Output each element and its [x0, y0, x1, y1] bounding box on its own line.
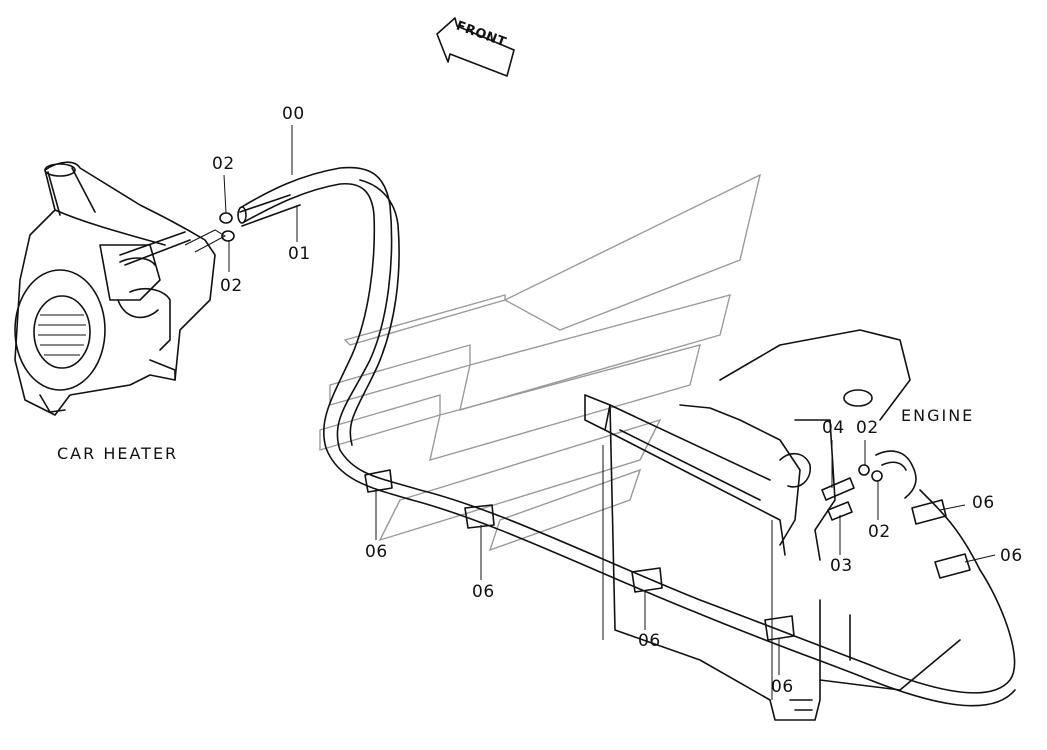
watermark-logo — [319, 173, 762, 552]
callout-03: 03 — [830, 556, 853, 576]
callout-02-heater-top: 02 — [212, 154, 235, 174]
callout-02-heater-bottom: 02 — [220, 276, 243, 296]
car-heater-assembly — [14, 161, 227, 416]
callout-06-clamp-6: 06 — [1000, 546, 1023, 566]
leader-lines — [223, 125, 996, 675]
callout-06-clamp-3: 06 — [638, 631, 661, 651]
callout-04: 04 — [822, 418, 845, 438]
callout-06-clamp-5: 06 — [972, 493, 995, 513]
callout-00: 00 — [282, 104, 305, 124]
engine-assembly — [584, 329, 961, 721]
front-arrow — [436, 17, 515, 77]
callout-02-engine-bottom: 02 — [868, 522, 891, 542]
callout-02-engine-top: 02 — [856, 418, 879, 438]
callout-06-clamp-4: 06 — [771, 677, 794, 697]
engine-fittings — [821, 450, 917, 521]
callout-06-clamp-2: 06 — [472, 582, 495, 602]
heater-hoses — [237, 166, 1016, 707]
heater-fittings — [219, 212, 235, 242]
callout-01: 01 — [288, 244, 311, 264]
callout-06-clamp-1: 06 — [365, 542, 388, 562]
car-heater-label: CAR HEATER — [57, 444, 179, 463]
hose-clamps — [364, 469, 971, 641]
engine-label: ENGINE — [901, 406, 975, 425]
